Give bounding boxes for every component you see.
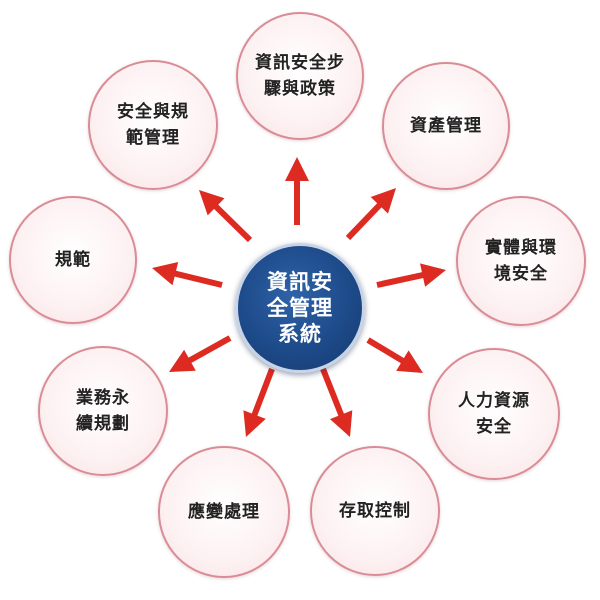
node-regulation-label: 規範 [55, 247, 91, 273]
arrow-shaft-compliance [212, 203, 253, 243]
arrow-shaft-asset [345, 201, 383, 241]
arrow-shaft-regulation [172, 270, 223, 288]
node-asset-line-1: 資產管理 [410, 116, 482, 136]
node-compliance-label: 安全與規 範管理 [117, 99, 189, 151]
center-node: 資訊安 全管理 系統 [235, 243, 365, 373]
arrow-shaft-incident [251, 367, 275, 418]
node-incident-label: 應變處理 [188, 499, 260, 525]
node-access: 存取控制 [310, 446, 440, 576]
node-hr-line-2: 安全 [476, 417, 512, 437]
node-policy: 資訊安全步 驟與政策 [236, 12, 364, 140]
node-compliance: 安全與規 範管理 [88, 60, 218, 190]
arrow-shaft-bcp [186, 335, 232, 364]
node-bcp-label: 業務永 續規劃 [76, 385, 130, 437]
arrow-shaft-access [320, 367, 345, 418]
node-regulation-line-1: 規範 [55, 250, 91, 270]
node-asset: 資產管理 [382, 62, 510, 190]
node-hr-label: 人力資源 安全 [458, 388, 530, 440]
arrow-head-access [330, 410, 353, 437]
node-bcp-line-1: 業務永 [76, 388, 130, 408]
node-regulation: 規範 [9, 196, 137, 324]
center-line-2: 全管理 [267, 296, 333, 320]
arrow-shaft-hr [366, 337, 406, 365]
arrow-head-compliance [199, 190, 225, 216]
node-physical: 實體與環 境安全 [456, 196, 586, 326]
node-bcp: 業務永 續規劃 [38, 346, 168, 476]
node-policy-line-2: 驟與政策 [264, 79, 336, 99]
node-incident-line-1: 應變處理 [188, 502, 260, 522]
arrow-head-regulation [152, 262, 179, 286]
node-access-label: 存取控制 [339, 498, 411, 524]
node-asset-label: 資產管理 [410, 113, 482, 139]
node-physical-line-2: 境安全 [494, 264, 548, 284]
arrow-head-hr [396, 350, 423, 373]
node-physical-label: 實體與環 境安全 [485, 235, 557, 287]
node-access-line-1: 存取控制 [339, 501, 411, 521]
center-line-3: 系統 [278, 322, 322, 346]
node-physical-line-1: 實體與環 [485, 238, 557, 258]
center-label: 資訊安 全管理 系統 [267, 269, 333, 347]
arrow-head-policy [285, 157, 309, 181]
node-policy-line-1: 資訊安全步 [255, 53, 345, 73]
center-line-1: 資訊安 [267, 270, 333, 294]
arrow-head-incident [243, 410, 266, 437]
arrow-head-asset [370, 188, 396, 214]
arrow-head-physical [420, 263, 446, 287]
node-compliance-line-1: 安全與規 [117, 102, 189, 122]
arrow-shaft-physical [376, 271, 426, 288]
arrow-head-bcp [169, 349, 196, 372]
node-incident: 應變處理 [158, 446, 290, 578]
node-policy-label: 資訊安全步 驟與政策 [255, 50, 345, 102]
node-hr: 人力資源 安全 [428, 348, 560, 480]
node-bcp-line-2: 續規劃 [76, 414, 130, 434]
node-hr-line-1: 人力資源 [458, 391, 530, 411]
node-compliance-line-2: 範管理 [126, 128, 180, 148]
